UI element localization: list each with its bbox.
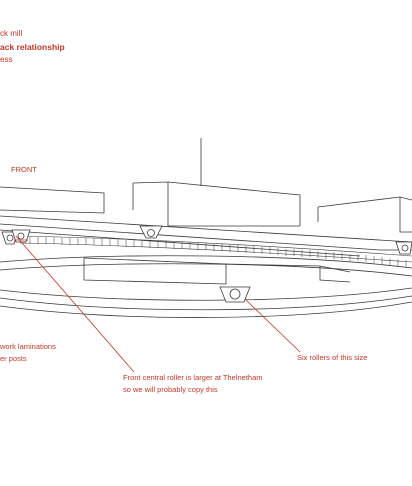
rack-teeth [19, 235, 412, 263]
header-line-1: ck mill [0, 29, 23, 38]
roller-left-2 [11, 229, 31, 243]
label-front: FRONT [11, 165, 37, 174]
leader-lines [14, 235, 301, 373]
roller-right [395, 241, 412, 255]
leader-central [15, 235, 135, 373]
leader-rollers [245, 299, 301, 353]
middle-beam [83, 257, 351, 285]
upper-beams [0, 181, 412, 233]
curb-ring [0, 255, 412, 318]
label-central-roller-1: Front central roller is larger at Thelne… [123, 373, 263, 382]
header-line-2: ack relationship [0, 42, 65, 52]
roller-brackets [1, 225, 412, 303]
label-central-roller-2: so we will probably copy this [123, 385, 218, 394]
roller-front-central [219, 286, 251, 303]
roller-top-middle [139, 225, 163, 239]
header-line-3: ess [0, 55, 13, 64]
label-laminations-1: work laminations [0, 342, 56, 351]
label-laminations-2: er posts [0, 354, 27, 363]
label-six-rollers: Six rollers of this size [297, 353, 368, 362]
rack-teeth-hatch [29, 237, 407, 267]
